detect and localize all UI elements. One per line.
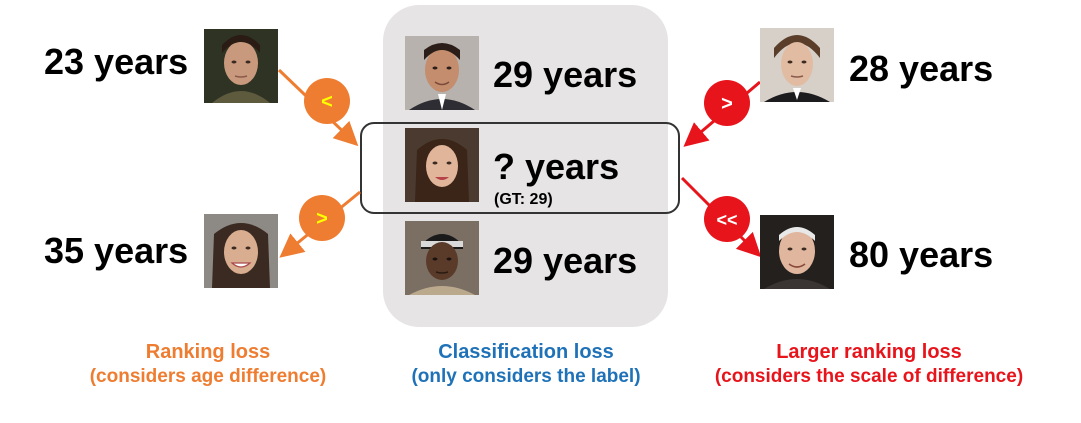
face-icon: [405, 36, 479, 110]
left-bottom-symbol: >: [316, 208, 328, 230]
face-photo-29-bottom: [405, 221, 479, 295]
ranking-loss-caption: Ranking loss (considers age difference): [58, 340, 358, 389]
right-bottom-symbol-circle: [704, 196, 750, 242]
face-icon: [204, 29, 278, 103]
larger-ranking-loss-title: Larger ranking loss: [776, 341, 962, 363]
face-photo-35: [204, 214, 278, 288]
left-top-symbol: <: [321, 91, 333, 113]
left-bottom-age: 35 years: [44, 230, 189, 271]
center-top-age: 29 years: [493, 54, 638, 95]
face-icon: [760, 215, 834, 289]
face-photo-29-top: [405, 36, 479, 110]
left-top-symbol-circle: [304, 78, 350, 124]
face-icon: [204, 214, 278, 288]
left-bottom-symbol-circle: [299, 195, 345, 241]
right-top-symbol-circle: [704, 80, 750, 126]
face-icon: [760, 28, 834, 102]
face-icon: [405, 221, 479, 295]
query-ground-truth: (GT: 29): [494, 191, 553, 208]
face-photo-28: [760, 28, 834, 102]
classification-loss-title: Classification loss: [438, 341, 614, 363]
face-photo-query: [405, 128, 479, 202]
face-photo-80: [760, 215, 834, 289]
query-image-box: [360, 122, 680, 214]
ranking-loss-title: Ranking loss: [145, 341, 271, 363]
right-top-age: 28 years: [849, 48, 994, 89]
face-icon: [405, 128, 479, 202]
classification-loss-caption: Classification loss (only considers the …: [376, 340, 676, 389]
face-photo-23: [204, 29, 278, 103]
right-top-symbol: >: [721, 93, 733, 115]
query-age: ? years: [493, 146, 620, 187]
larger-ranking-loss-caption: Larger ranking loss (considers the scale…: [688, 340, 1050, 389]
center-bottom-age: 29 years: [493, 240, 638, 281]
left-top-age: 23 years: [44, 41, 189, 82]
classification-loss-subtitle: (only considers the label): [411, 366, 641, 387]
right-bottom-age: 80 years: [849, 234, 994, 275]
larger-ranking-loss-subtitle: (considers the scale of difference): [714, 366, 1024, 387]
ranking-loss-subtitle: (considers age difference): [89, 366, 327, 387]
right-bottom-symbol: <<: [716, 210, 737, 230]
